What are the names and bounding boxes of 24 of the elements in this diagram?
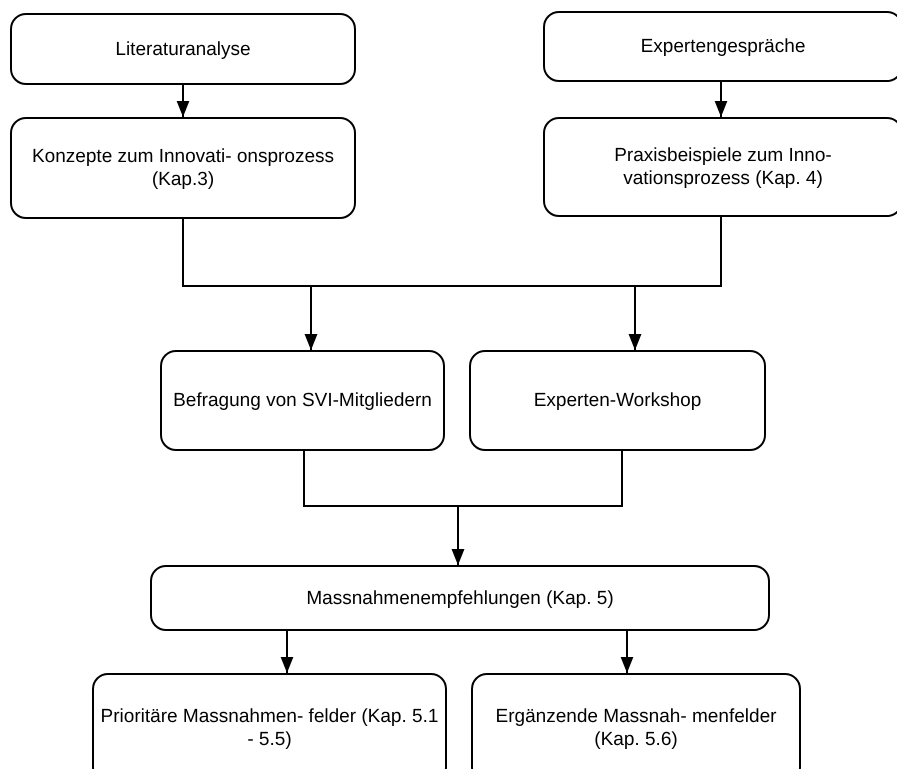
box-label: Experten-Workshop	[532, 389, 702, 412]
arrow	[176, 85, 190, 117]
box-label: Ergänzende Massnah- menfelder (Kap. 5.6)	[494, 705, 778, 751]
box-label: Konzepte zum Innovati- onsprozess (Kap.3)	[30, 145, 336, 191]
box-label: Literaturanalyse	[114, 38, 252, 60]
process-box	[543, 11, 897, 82]
process-box	[10, 13, 356, 85]
box-label: Befragung von SVI-Mitgliedern	[172, 389, 433, 412]
box-label: Praxisbeispiele zum Inno- vationsprozess (Kap. 4)	[613, 144, 833, 190]
arrow	[628, 217, 722, 350]
process-box	[92, 673, 447, 769]
arrow	[714, 82, 728, 117]
process-box	[469, 350, 766, 451]
process-box	[471, 673, 801, 769]
box-label: Expertengespräche	[640, 35, 806, 58]
arrow	[620, 631, 634, 673]
box-label: Prioritäre Massnahmen- felder (Kap. 5.1 - 5.5)	[100, 705, 440, 751]
process-box	[543, 117, 897, 217]
process-box	[10, 117, 356, 219]
process-box	[160, 350, 445, 451]
box-label: Massnahmenempfehlungen (Kap. 5)	[305, 586, 615, 610]
arrow	[452, 451, 623, 565]
arrow	[280, 631, 294, 673]
process-box	[150, 565, 770, 631]
